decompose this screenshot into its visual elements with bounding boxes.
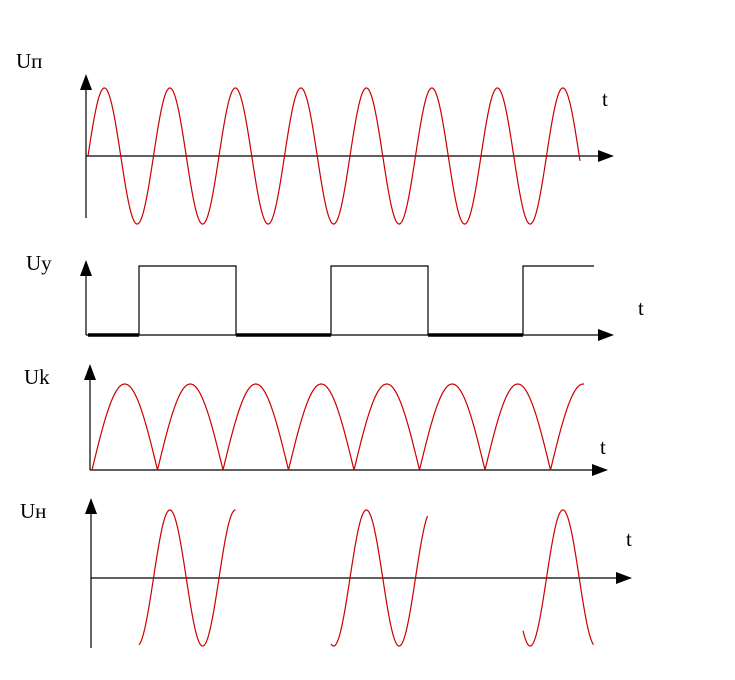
panel-up: Uп t: [16, 49, 614, 225]
panel-up-y-label: Uп: [16, 49, 42, 73]
panel-un-t-label: t: [626, 527, 632, 551]
panel-uk-t-label: t: [600, 435, 606, 459]
panel-uy-y-arrow: [80, 260, 92, 276]
panel-un-x-arrow: [616, 572, 632, 584]
panel-uk-y-label: Uk: [24, 365, 50, 389]
panel-uy-x-arrow: [598, 329, 614, 341]
panel-up-carrier-wave: [87, 87, 581, 225]
panel-up-t-label: t: [602, 87, 608, 111]
panel-uy-control-wave: [88, 265, 594, 337]
panel-uk: Uk t: [24, 364, 608, 476]
panel-un-y-arrow: [85, 498, 97, 514]
panel-un-gated-wave: [138, 509, 594, 647]
panel-uy-t-label: t: [638, 296, 644, 320]
panel-uy-y-label: Uy: [26, 251, 52, 275]
panel-up-x-arrow: [598, 150, 614, 162]
panel-uk-y-arrow: [84, 364, 96, 380]
panel-un: Uн t: [20, 498, 632, 648]
panel-uy: Uy t: [26, 251, 644, 341]
panel-uk-rectified-wave: [91, 383, 585, 471]
panel-un-y-label: Uн: [20, 499, 46, 523]
panel-uk-x-arrow: [592, 464, 608, 476]
panel-uy-square-line: [88, 265, 594, 336]
panel-up-y-arrow: [80, 74, 92, 90]
